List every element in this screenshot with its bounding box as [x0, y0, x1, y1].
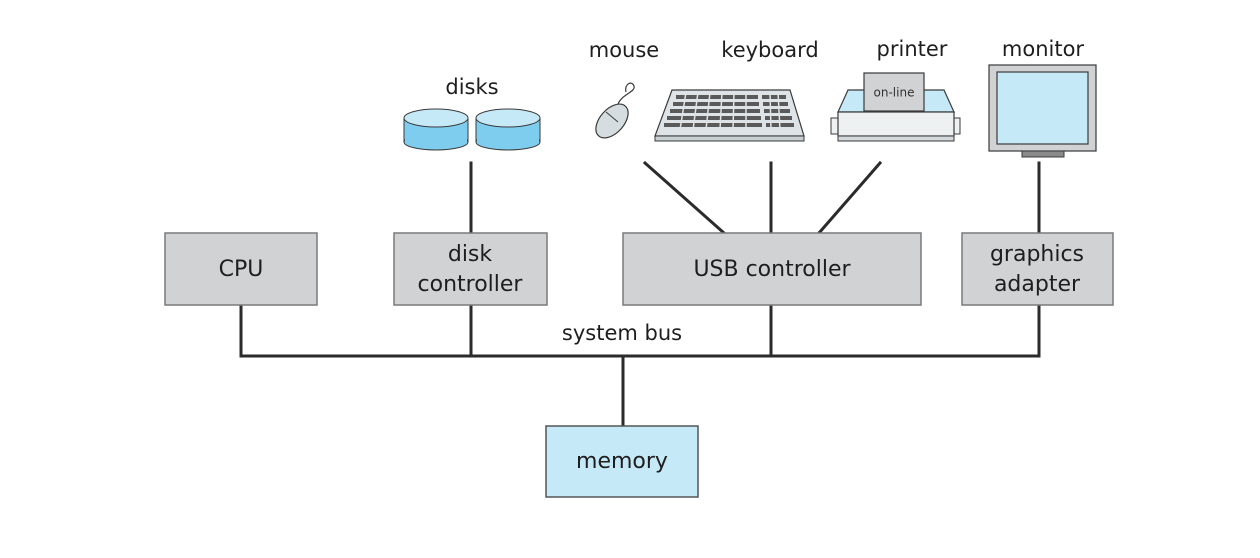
monitor-icon [988, 64, 1097, 158]
keyboard-icon [654, 89, 805, 142]
disks-icon [403, 108, 541, 151]
graphics-adapter-label-line2: adapter [994, 272, 1081, 297]
usb-controller-box: USB controller [622, 232, 922, 306]
mouse-link [642, 160, 727, 236]
mouse-label: mouse [589, 38, 659, 62]
monitor-label: monitor [1002, 37, 1085, 61]
disks-label: disks [445, 75, 498, 99]
memory-box: memory [545, 425, 699, 498]
keyboard-label: keyboard [721, 38, 818, 62]
system-bus-label: system bus [562, 321, 682, 345]
disk-controller-label-line2: controller [418, 272, 524, 297]
printer-label: printer [877, 37, 948, 61]
printer-link [816, 160, 883, 236]
cpu-label: CPU [219, 257, 264, 282]
mouse-icon [595, 82, 635, 139]
graphics-adapter-label-line1: graphics [990, 242, 1084, 267]
usb-controller-label: USB controller [693, 257, 851, 282]
disk-controller-box: disk controller [393, 232, 548, 306]
memory-label: memory [576, 449, 668, 474]
cpu-box: CPU [164, 232, 318, 306]
printer-icon: on-line [830, 72, 961, 142]
connections [239, 160, 1041, 428]
disk-controller-label-line1: disk [448, 242, 493, 267]
printer-sign-label: on-line [874, 86, 915, 100]
graphics-adapter-box: graphics adapter [961, 232, 1114, 306]
